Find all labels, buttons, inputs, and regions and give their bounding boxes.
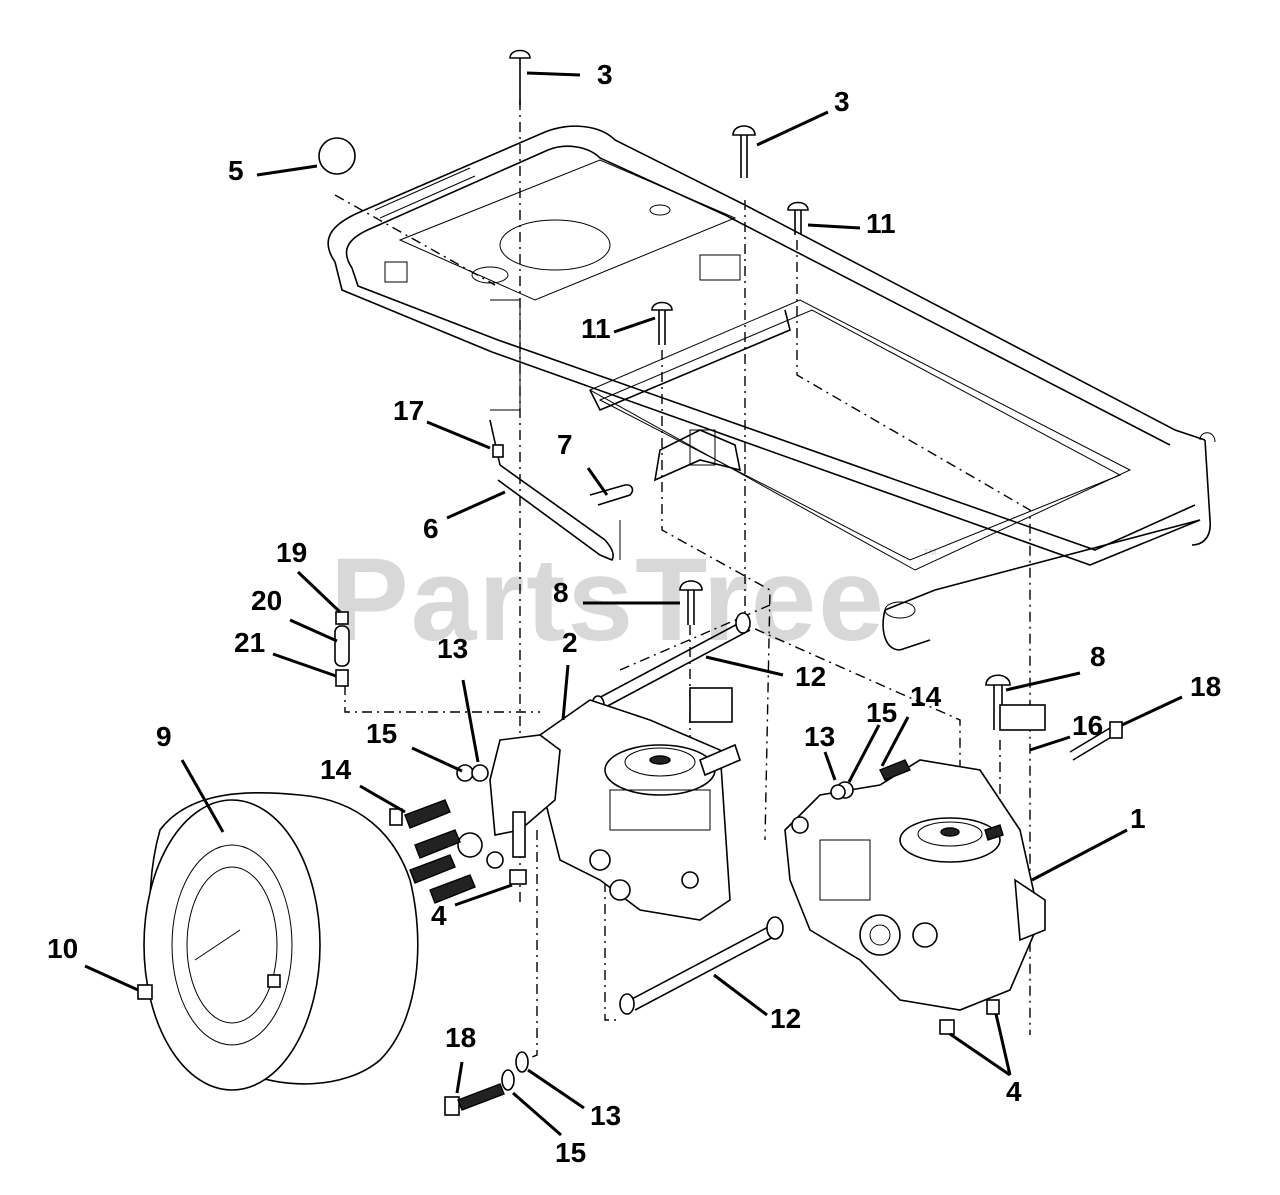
carriage-bolt (509, 49, 531, 105)
callout-12: 12 (795, 661, 826, 692)
callout-leaders (84, 71, 1183, 1137)
callout-13: 13 (804, 721, 835, 752)
bushing (335, 669, 349, 687)
control-knob (318, 137, 356, 175)
callout-10: 10 (47, 933, 78, 964)
callout-14: 14 (910, 681, 942, 712)
callout-5: 5 (228, 155, 244, 186)
callout-4: 4 (431, 900, 447, 931)
rear-wheel (137, 791, 419, 1091)
callout-3: 3 (834, 86, 850, 117)
hardware (318, 49, 1011, 730)
callout-16: 16 (1072, 710, 1103, 741)
bracket (689, 687, 733, 723)
watermark: PartsTree ™ (330, 534, 938, 666)
callout-7: 7 (557, 429, 573, 460)
callout-2: 2 (562, 627, 578, 658)
callout-11: 11 (866, 208, 896, 239)
grease-fitting (335, 611, 349, 625)
lug-nut (137, 984, 153, 1000)
callout-15: 15 (866, 697, 897, 728)
assembly-centerlines (334, 100, 1031, 1061)
callout-6: 6 (423, 513, 439, 544)
carriage-bolt (679, 580, 703, 625)
callout-9: 9 (156, 721, 172, 752)
callout-14: 14 (320, 754, 352, 785)
watermark-text: PartsTree (330, 534, 886, 666)
callout-15: 15 (366, 718, 397, 749)
callout-15: 15 (555, 1137, 586, 1168)
callout-18: 18 (1190, 671, 1221, 702)
callout-21: 21 (234, 627, 265, 658)
callout-13: 13 (590, 1100, 621, 1131)
callout-18: 18 (445, 1022, 476, 1053)
watermark-trademark: ™ (922, 547, 938, 564)
left-transaxle (389, 699, 741, 921)
loose-hardware (444, 1051, 529, 1116)
bracket (999, 704, 1046, 731)
callout-17: 17 (393, 395, 424, 426)
callout-12: 12 (770, 1003, 801, 1034)
carriage-bolt (651, 301, 673, 345)
callout-4: 4 (1006, 1076, 1022, 1107)
callout-11: 11 (581, 313, 611, 344)
carriage-bolt (732, 125, 756, 178)
callout-1: 1 (1130, 803, 1146, 834)
callout-13: 13 (437, 633, 468, 664)
spacer-tube (334, 625, 350, 667)
chassis-frame (327, 125, 1216, 651)
callout-20: 20 (251, 585, 282, 616)
callout-19: 19 (276, 537, 307, 568)
callout-8: 8 (1090, 641, 1106, 672)
carriage-bolt (787, 201, 809, 235)
callout-labels: 3 3 5 11 11 17 7 6 19 20 21 8 2 13 12 8 … (47, 59, 1221, 1168)
clip (492, 444, 504, 458)
right-transaxle (784, 721, 1123, 1035)
callout-3: 3 (597, 59, 613, 90)
callout-8: 8 (553, 577, 569, 608)
